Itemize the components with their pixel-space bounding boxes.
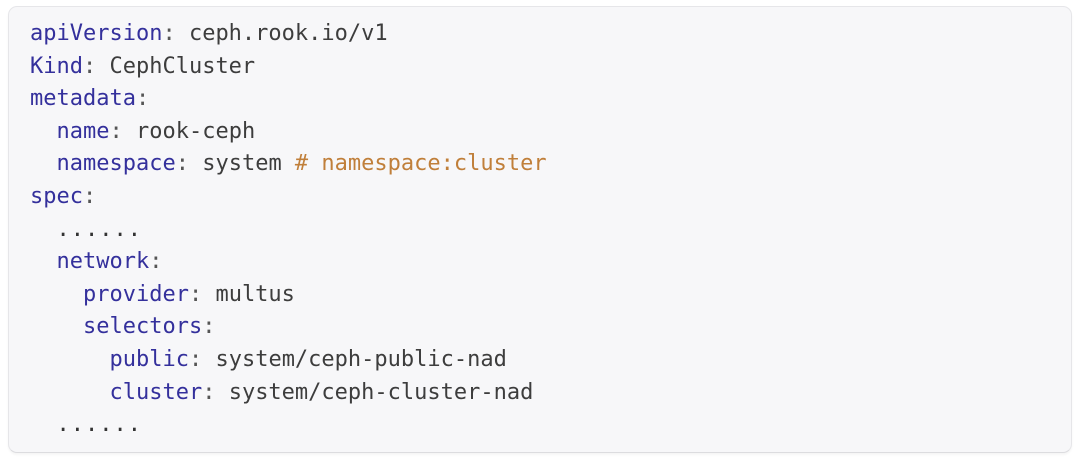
code-line: selectors: [30, 311, 1051, 344]
yaml-key: network [56, 249, 150, 275]
yaml-key: selectors [82, 314, 203, 340]
code-line: Kind: CephCluster [30, 51, 1051, 84]
yaml-colon: : [175, 151, 189, 177]
yaml-colon: : [202, 379, 216, 405]
yaml-value: multus [202, 281, 295, 307]
yaml-value: system [188, 151, 282, 177]
indent [30, 217, 57, 242]
code-line: public: system/ceph-public-nad [30, 344, 1051, 377]
yaml-colon: : [149, 249, 163, 275]
yaml-comment: # namespace:cluster [281, 151, 547, 177]
code-line: provider: multus [30, 279, 1051, 312]
yaml-colon: : [135, 86, 150, 112]
ellipsis-text: ...... [56, 412, 142, 438]
yaml-value: rook-ceph [122, 118, 256, 144]
yaml-key: provider [82, 281, 189, 307]
yaml-key: namespace [56, 151, 176, 177]
yaml-key: cluster [109, 379, 203, 405]
indent [30, 412, 57, 437]
indent [30, 119, 57, 144]
yaml-value: CephCluster [96, 53, 256, 79]
yaml-value: system/ceph-cluster-nad [215, 379, 534, 405]
yaml-key: spec [30, 183, 83, 209]
code-line: ...... [30, 214, 1051, 247]
code-line: spec: [30, 181, 1051, 214]
indent [30, 151, 57, 176]
yaml-key: public [109, 346, 189, 372]
yaml-colon: : [188, 281, 203, 307]
yaml-key: Kind [30, 53, 83, 79]
indent [30, 282, 83, 307]
yaml-colon: : [202, 314, 216, 340]
code-line: ...... [30, 409, 1051, 442]
yaml-key: name [56, 118, 110, 144]
yaml-colon: : [82, 53, 97, 79]
yaml-colon: : [82, 183, 97, 209]
ellipsis-text: ...... [56, 216, 142, 242]
indent [30, 380, 109, 405]
code-line: metadata: [30, 83, 1051, 116]
code-line: name: rook-ceph [30, 116, 1051, 149]
yaml-value: system/ceph-public-nad [202, 346, 507, 372]
code-line: cluster: system/ceph-cluster-nad [30, 377, 1051, 410]
indent [30, 347, 109, 372]
code-line: network: [30, 246, 1051, 279]
code-line: apiVersion: ceph.rook.io/v1 [30, 18, 1051, 51]
yaml-key: metadata [30, 86, 136, 112]
yaml-colon: : [109, 118, 123, 144]
code-line: namespace: system # namespace:cluster [30, 148, 1051, 181]
indent [30, 249, 57, 274]
yaml-colon: : [188, 346, 203, 372]
indent [30, 314, 83, 339]
yaml-key: apiVersion [30, 21, 163, 46]
yaml-value: ceph.rook.io/v1 [175, 21, 388, 46]
yaml-colon: : [162, 21, 176, 46]
